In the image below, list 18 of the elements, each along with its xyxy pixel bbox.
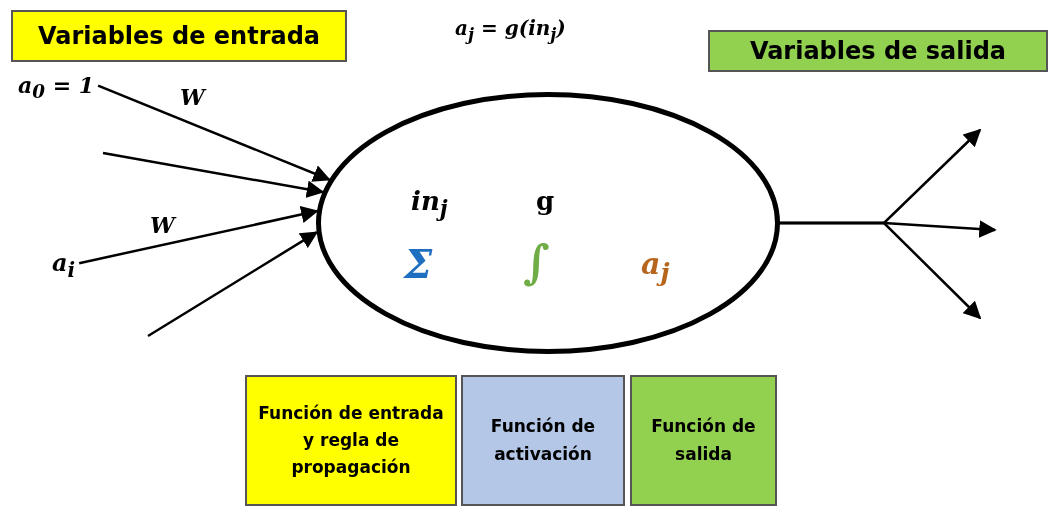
formula-text: a$_{j}$ = g(in$_{j}$) <box>455 16 566 44</box>
integral-symbol: ∫ <box>523 237 550 288</box>
arrow <box>97 84 331 182</box>
arrow <box>78 205 319 265</box>
symbol-text: in$_{j}$ <box>411 187 448 221</box>
text-box: Función de entrada y regla de propagación <box>245 375 457 506</box>
arrow <box>147 231 319 338</box>
math-text: a$_{i}$ <box>52 248 76 282</box>
text-box: Variables de entrada <box>11 10 347 62</box>
math-text: a$_{0}$ = 1 <box>18 72 95 103</box>
symbol-text: a$_{j}$ <box>641 247 670 287</box>
symbol-text: g <box>536 187 555 216</box>
sigma-symbol: Σ <box>404 242 433 286</box>
arrow <box>102 151 325 198</box>
text-box: Función de salida <box>630 375 777 506</box>
arrow <box>778 221 982 320</box>
text-box: Variables de salida <box>708 30 1048 72</box>
text-box: Función de activación <box>461 375 625 506</box>
